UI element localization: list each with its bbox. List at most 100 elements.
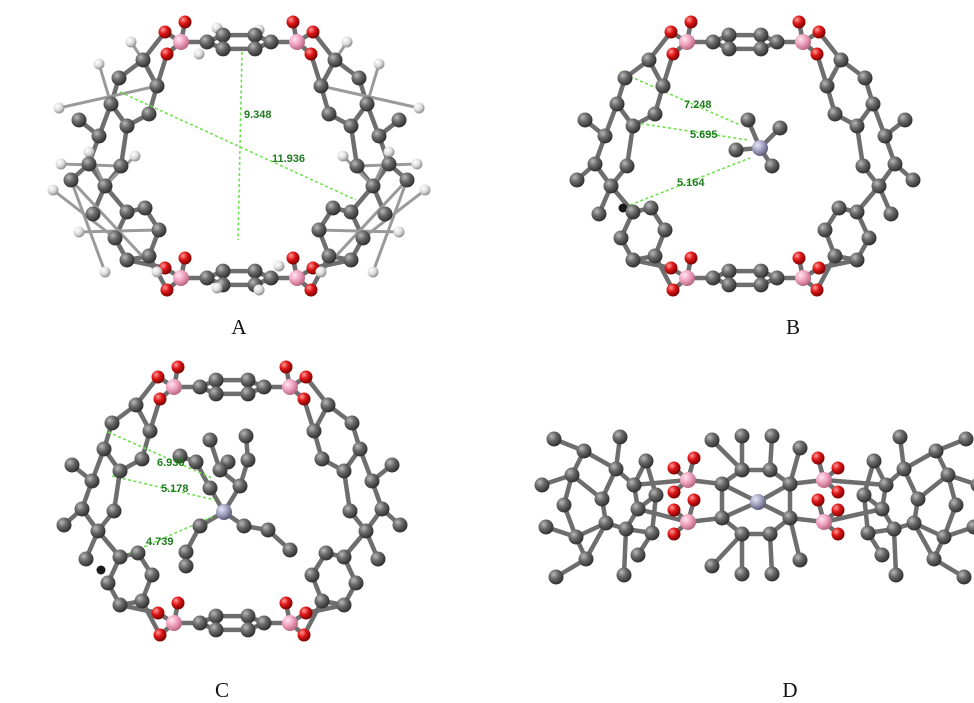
boron-atom bbox=[816, 472, 832, 488]
hydrogen-atom bbox=[419, 184, 431, 196]
carbon-atom bbox=[721, 27, 737, 43]
boron-atom bbox=[166, 379, 182, 395]
oxygen-atom bbox=[667, 527, 681, 541]
oxygen-atom bbox=[171, 360, 185, 374]
boron-atom bbox=[795, 270, 811, 286]
oxygen-atom bbox=[151, 370, 165, 384]
carbon-atom bbox=[247, 27, 263, 43]
carbon-atom bbox=[833, 52, 849, 68]
carbon-atom bbox=[619, 158, 635, 174]
oxygen-atom bbox=[831, 485, 845, 499]
carbon-atom bbox=[866, 453, 882, 469]
carbon-atom bbox=[137, 200, 153, 216]
carbon-atom bbox=[392, 517, 408, 533]
carbon-atom bbox=[792, 440, 808, 456]
carbon-atom bbox=[910, 491, 926, 507]
bond bbox=[891, 526, 899, 578]
carbon-atom bbox=[643, 200, 659, 216]
carbon-atom bbox=[764, 428, 780, 444]
hydrogen-atom bbox=[341, 36, 353, 48]
carbon-atom bbox=[556, 497, 572, 513]
boron-atom bbox=[289, 34, 305, 50]
carbon-atom bbox=[772, 120, 788, 136]
oxygen-atom bbox=[687, 493, 701, 507]
distance-label-b-1: 7.248 bbox=[684, 99, 712, 111]
oxygen-atom bbox=[664, 25, 678, 39]
carbon-atom bbox=[63, 172, 79, 188]
carbon-atom bbox=[119, 252, 135, 268]
carbon-atom bbox=[625, 252, 641, 268]
carbon-atom bbox=[609, 96, 625, 112]
carbon-atom bbox=[896, 461, 912, 477]
carbon-atom bbox=[769, 34, 785, 50]
hydrogen-atom bbox=[253, 284, 265, 296]
carbon-atom bbox=[215, 263, 231, 279]
carbon-atom bbox=[74, 501, 90, 517]
bond bbox=[821, 477, 889, 488]
carbon-atom bbox=[208, 608, 224, 624]
carbon-atom bbox=[247, 41, 263, 57]
boron-atom bbox=[816, 514, 832, 530]
oxygen-atom bbox=[664, 261, 678, 275]
carbon-atom bbox=[321, 106, 337, 122]
distance-label-a-1: 9.348 bbox=[244, 109, 272, 121]
carbon-atom bbox=[351, 70, 367, 86]
carbon-atom bbox=[753, 277, 769, 293]
carbon-atom bbox=[314, 593, 330, 609]
hydrogen-atom bbox=[55, 158, 67, 170]
carbon-atom bbox=[178, 558, 194, 574]
carbon-atom bbox=[734, 526, 750, 542]
carbon-atom bbox=[887, 156, 903, 172]
hydrogen-atom bbox=[373, 58, 385, 70]
panel-b-structure bbox=[569, 15, 921, 297]
carbon-atom bbox=[857, 70, 873, 86]
atom-group bbox=[569, 15, 921, 297]
carbon-atom bbox=[782, 510, 798, 526]
nitrogen-atom bbox=[216, 504, 232, 520]
carbon-atom bbox=[874, 547, 890, 563]
carbon-atom bbox=[865, 96, 881, 112]
carbon-atom bbox=[647, 106, 663, 122]
bond bbox=[57, 84, 159, 110]
hydrogen-atom bbox=[315, 266, 327, 278]
oxygen-atom bbox=[667, 461, 681, 475]
carbon-atom bbox=[534, 477, 550, 493]
carbon-atom bbox=[208, 372, 224, 388]
carbon-atom bbox=[753, 27, 769, 43]
carbon-atom bbox=[591, 206, 607, 222]
carbon-atom bbox=[630, 501, 646, 517]
carbon-atom bbox=[827, 106, 843, 122]
carbon-atom bbox=[970, 478, 974, 492]
nitrogen-atom bbox=[750, 494, 766, 510]
hydrogen-atom bbox=[211, 282, 223, 294]
hydrogen-atom bbox=[273, 260, 285, 272]
oxygen-atom bbox=[667, 503, 681, 517]
carbon-atom bbox=[212, 462, 228, 478]
panel-c-structure bbox=[56, 360, 408, 642]
panel-label-c: C bbox=[215, 678, 229, 702]
carbon-atom bbox=[336, 597, 352, 613]
oxygen-atom bbox=[158, 25, 172, 39]
carbon-atom bbox=[90, 523, 106, 539]
carbon-atom bbox=[112, 597, 128, 613]
hydrogen-atom bbox=[93, 58, 105, 70]
carbon-atom bbox=[192, 615, 208, 631]
carbon-atom bbox=[753, 263, 769, 279]
bond-group bbox=[574, 19, 916, 293]
carbon-atom bbox=[97, 178, 113, 194]
carbon-atom bbox=[704, 558, 720, 574]
hydrogen-atom bbox=[413, 102, 425, 114]
carbon-atom bbox=[644, 525, 660, 541]
carbon-atom bbox=[638, 453, 654, 469]
oxygen-atom bbox=[153, 628, 167, 642]
carbon-atom bbox=[657, 222, 673, 238]
carbon-atom bbox=[734, 566, 750, 582]
carbon-atom bbox=[111, 70, 127, 86]
boron-atom bbox=[795, 34, 811, 50]
oxygen-atom bbox=[666, 283, 680, 297]
oxygen-atom bbox=[792, 15, 806, 29]
oxygen-atom bbox=[666, 47, 680, 61]
carbon-atom bbox=[192, 518, 208, 534]
carbon-atom bbox=[352, 441, 368, 457]
carbon-atom bbox=[764, 566, 780, 582]
